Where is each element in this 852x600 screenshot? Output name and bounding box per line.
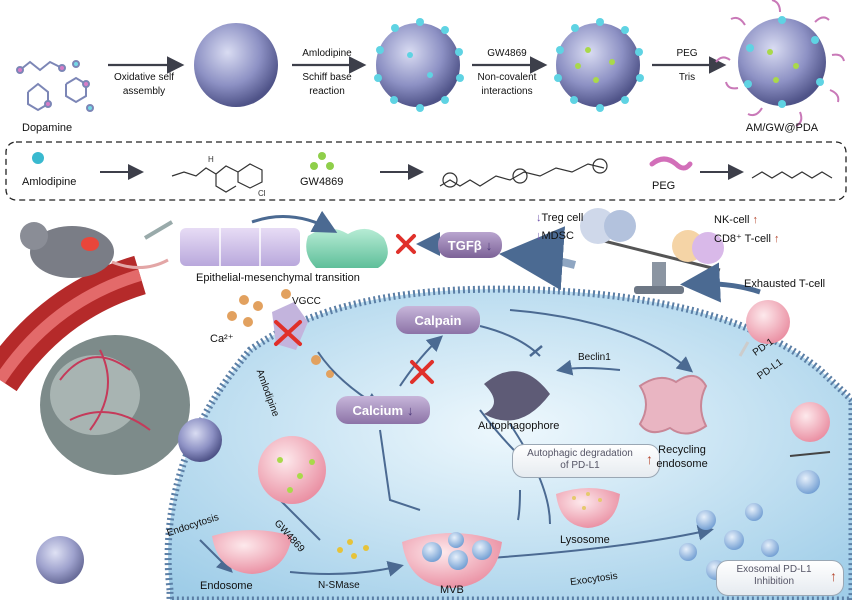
dopamine-molecules (16, 60, 94, 112)
step3-line2: Non-covalent (477, 72, 537, 83)
autophagic-degradation-note: Autophagic degradation of PD-L1 ↑ (512, 444, 660, 478)
peg-coated-nanoparticle (715, 0, 845, 127)
step2-line1: Amlodipine (302, 48, 352, 59)
step2-line2: Schiff base (302, 72, 352, 83)
up-arrow-icon: ↑ (774, 233, 780, 245)
nanoparticle-in-cell (258, 436, 326, 504)
lysosome-shape (556, 488, 620, 528)
block-cross-vgcc (274, 320, 302, 346)
block-cross-emt (396, 234, 416, 254)
balance-scale (580, 208, 724, 294)
legend-peg: PEG (652, 180, 676, 192)
recycling-line2: endosome (656, 458, 708, 470)
am-gw-pda-sphere (554, 18, 644, 112)
recycling-endosome-shape (638, 375, 708, 435)
up-arrow-icon: ↑ (830, 568, 837, 584)
block-cross-calpain (410, 360, 434, 384)
nanoparticle-near-vessel (178, 418, 222, 462)
svg-text:H: H (208, 155, 214, 164)
cd8-label: CD8⁺ T-cell ↑ (714, 233, 780, 245)
legend-amlodipine: Amlodipine (22, 176, 77, 188)
t-cell-arrow (680, 262, 761, 303)
treg-label: ↓Treg cell (536, 212, 584, 224)
pathway-arrows (199, 309, 714, 577)
legend-drawings: H Cl (32, 152, 833, 198)
legend-gw4869: GW4869 (300, 176, 344, 188)
nk-cell-label: NK-cell ↑ (714, 214, 759, 226)
autophagophore-shape (484, 371, 550, 421)
nsmase-label: N-SMase (318, 580, 360, 591)
product-label: AM/GW@PDA (745, 122, 819, 134)
step4-line1: PEG (676, 48, 698, 59)
nanoparticle-outside (36, 536, 84, 584)
t-cell-lower (789, 402, 831, 494)
mesenchymal-cells (306, 228, 388, 268)
bare-pda-sphere (194, 23, 278, 107)
treg-arrow (499, 226, 577, 291)
emt-label: Epithelial-mesenchymal transition (196, 272, 360, 284)
step3-line1: GW4869 (487, 48, 527, 59)
beclin-label: Beclin1 (578, 352, 611, 363)
step2-line3: reaction (309, 86, 345, 97)
down-arrow-icon: ↓ (485, 237, 493, 253)
mdsc-label: ↓MDSC (536, 230, 574, 242)
calpain-pill: Calpain (396, 306, 480, 334)
step1-line2: assembly (122, 86, 166, 97)
svg-text:Cl: Cl (258, 189, 266, 198)
exhausted-t-label: Exhausted T-cell (744, 278, 826, 290)
mouse-illustration (20, 220, 174, 278)
up-arrow-icon: ↑ (752, 214, 759, 226)
step3-line3: interactions (481, 86, 533, 97)
exosomal-inhibition-note: Exosomal PD-L1 Inhibition ↑ (716, 560, 844, 596)
dopamine-label: Dopamine (22, 122, 73, 134)
down-arrow-icon: ↓ (536, 230, 542, 242)
lysosome-label: Lysosome (560, 534, 610, 546)
mvb-shape (402, 532, 502, 588)
calcium-pill: Calcium↓ (336, 396, 430, 424)
calcium-ions (227, 289, 334, 378)
vgcc-label: VGCC (292, 296, 321, 307)
calcium-ion-label: Ca²⁺ (210, 333, 234, 345)
endosome-shape (212, 530, 292, 574)
recycling-line1: Recycling (658, 444, 706, 456)
mvb-label: MVB (440, 584, 464, 596)
blood-vessel (0, 255, 146, 392)
autophagophore-label: Autophagophore (478, 420, 560, 432)
tgfb-pill: TGFβ↓ (438, 232, 502, 258)
nsmase-molecules (337, 539, 369, 559)
step4-line2: Tris (678, 72, 696, 83)
up-arrow-icon: ↑ (646, 451, 653, 467)
component-legend-box (5, 141, 847, 201)
step1-line1: Oxidative self (113, 72, 175, 83)
exhausted-t-cell (738, 300, 790, 357)
down-arrow-icon: ↓ (407, 402, 414, 418)
am-pda-sphere (374, 18, 464, 112)
tumor-mass (40, 335, 190, 475)
down-arrow-icon: ↓ (536, 212, 542, 224)
epithelial-cells (180, 228, 300, 266)
endosome-label: Endosome (200, 580, 253, 592)
emt-arrow (251, 210, 338, 233)
